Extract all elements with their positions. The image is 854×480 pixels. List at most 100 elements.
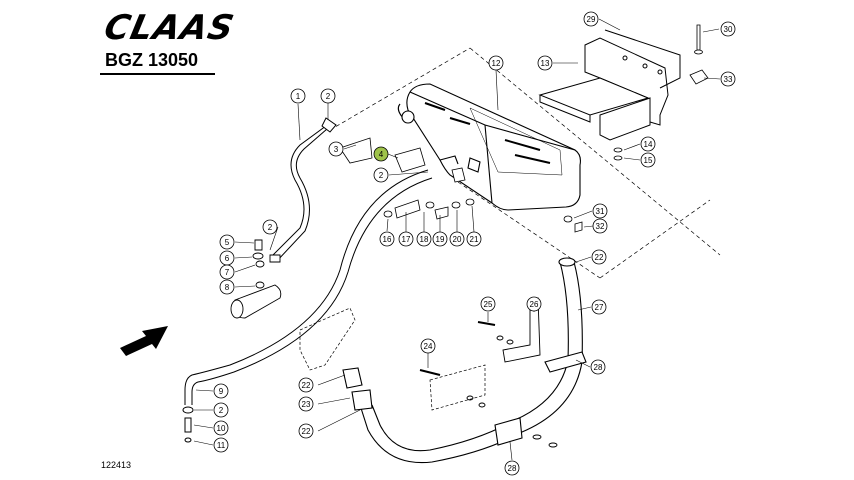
- callout-number: 13: [541, 59, 550, 68]
- callout-circle: [526, 296, 542, 312]
- callout-circle: [590, 359, 606, 375]
- callout-circle: [488, 55, 504, 71]
- callout-18[interactable]: 18: [416, 231, 432, 247]
- return-hose: [269, 117, 337, 263]
- callout-8[interactable]: 8: [219, 279, 235, 295]
- callout-circle: [591, 249, 607, 265]
- callout-number: 22: [302, 381, 311, 390]
- callout-11[interactable]: 11: [213, 437, 229, 453]
- callout-9[interactable]: 9: [213, 383, 229, 399]
- callout-circle: [219, 234, 235, 250]
- callout-2[interactable]: 2: [320, 88, 336, 104]
- callout-5[interactable]: 5: [219, 234, 235, 250]
- callout-circle: [720, 21, 736, 37]
- callout-circle: [213, 437, 229, 453]
- callout-number: 14: [644, 140, 653, 149]
- callout-number: 18: [420, 235, 429, 244]
- callout-2[interactable]: 2: [213, 402, 229, 418]
- fuel-tank: [397, 83, 581, 211]
- callout-12[interactable]: 12: [488, 55, 504, 71]
- callout-21[interactable]: 21: [466, 231, 482, 247]
- callout-number: 7: [225, 268, 230, 277]
- callout-19[interactable]: 19: [432, 231, 448, 247]
- callout-number: 25: [484, 300, 493, 309]
- callout-16[interactable]: 16: [379, 231, 395, 247]
- callout-number: 8: [225, 283, 230, 292]
- callout-17[interactable]: 17: [398, 231, 414, 247]
- callout-circle: [213, 420, 229, 436]
- callout-number: 32: [596, 222, 605, 231]
- callout-circle: [298, 396, 314, 412]
- direction-arrow: [120, 326, 168, 356]
- callout-circle: [432, 231, 448, 247]
- callout-number: 15: [644, 156, 653, 165]
- callout-circle: [213, 383, 229, 399]
- callout-2[interactable]: 2: [262, 219, 278, 235]
- callout-32[interactable]: 32: [592, 218, 608, 234]
- callout-number: 22: [302, 427, 311, 436]
- callout-31[interactable]: 31: [592, 203, 608, 219]
- callout-15[interactable]: 15: [640, 152, 656, 168]
- callout-1[interactable]: 1: [290, 88, 306, 104]
- callout-24[interactable]: 24: [420, 338, 436, 354]
- callout-number: 27: [595, 303, 604, 312]
- callout-number: 19: [436, 235, 445, 244]
- callout-circle: [298, 423, 314, 439]
- callout-22[interactable]: 22: [298, 423, 314, 439]
- callout-number: 17: [402, 235, 411, 244]
- parts-drawing: [182, 18, 721, 464]
- callout-25[interactable]: 25: [480, 296, 496, 312]
- callout-circle: [537, 55, 553, 71]
- callout-3[interactable]: 3: [328, 141, 344, 157]
- callout-circle: [213, 402, 229, 418]
- callout-2[interactable]: 2: [373, 167, 389, 183]
- callout-22[interactable]: 22: [591, 249, 607, 265]
- callout-number: 26: [530, 300, 539, 309]
- callout-circle: [420, 338, 436, 354]
- callout-circle: [262, 219, 278, 235]
- fill-hose: [342, 257, 587, 464]
- callout-33[interactable]: 33: [720, 71, 736, 87]
- callout-28[interactable]: 28: [590, 359, 606, 375]
- bolts-and-washers: [563, 24, 709, 233]
- callout-circle: [398, 231, 414, 247]
- callout-circle: [592, 203, 608, 219]
- callout-number: 28: [508, 464, 517, 473]
- callout-number: 1: [296, 92, 301, 101]
- callout-20[interactable]: 20: [449, 231, 465, 247]
- tank-fittings: [339, 137, 475, 220]
- title-divider: [100, 73, 215, 75]
- callout-circle: [640, 136, 656, 152]
- callout-29[interactable]: 29: [583, 11, 599, 27]
- callout-number: 9: [219, 387, 224, 396]
- callout-22[interactable]: 22: [298, 377, 314, 393]
- callout-number: 2: [379, 171, 384, 180]
- callout-number: 3: [334, 145, 339, 154]
- callout-14[interactable]: 14: [640, 136, 656, 152]
- callout-27[interactable]: 27: [591, 299, 607, 315]
- callout-13[interactable]: 13: [537, 55, 553, 71]
- callout-circle: [640, 152, 656, 168]
- callout-number: 10: [217, 424, 226, 433]
- callout-number: 12: [492, 59, 501, 68]
- callout-4-highlighted[interactable]: 4: [373, 146, 389, 162]
- callout-number: 23: [302, 400, 311, 409]
- callout-10[interactable]: 10: [213, 420, 229, 436]
- callout-number: 11: [217, 441, 226, 450]
- callout-number: 29: [587, 15, 596, 24]
- mounting-bracket: [538, 29, 681, 141]
- callout-circle: [373, 167, 389, 183]
- callout-circle: [592, 218, 608, 234]
- document-code: BGZ 13050: [105, 50, 199, 70]
- feed-hose: [182, 169, 433, 443]
- callout-30[interactable]: 30: [720, 21, 736, 37]
- callout-23[interactable]: 23: [298, 396, 314, 412]
- callout-6[interactable]: 6: [219, 250, 235, 266]
- callout-number: 22: [595, 253, 604, 262]
- callout-number: 33: [724, 75, 733, 84]
- callout-28[interactable]: 28: [504, 460, 520, 476]
- callout-26[interactable]: 26: [526, 296, 542, 312]
- callout-7[interactable]: 7: [219, 264, 235, 280]
